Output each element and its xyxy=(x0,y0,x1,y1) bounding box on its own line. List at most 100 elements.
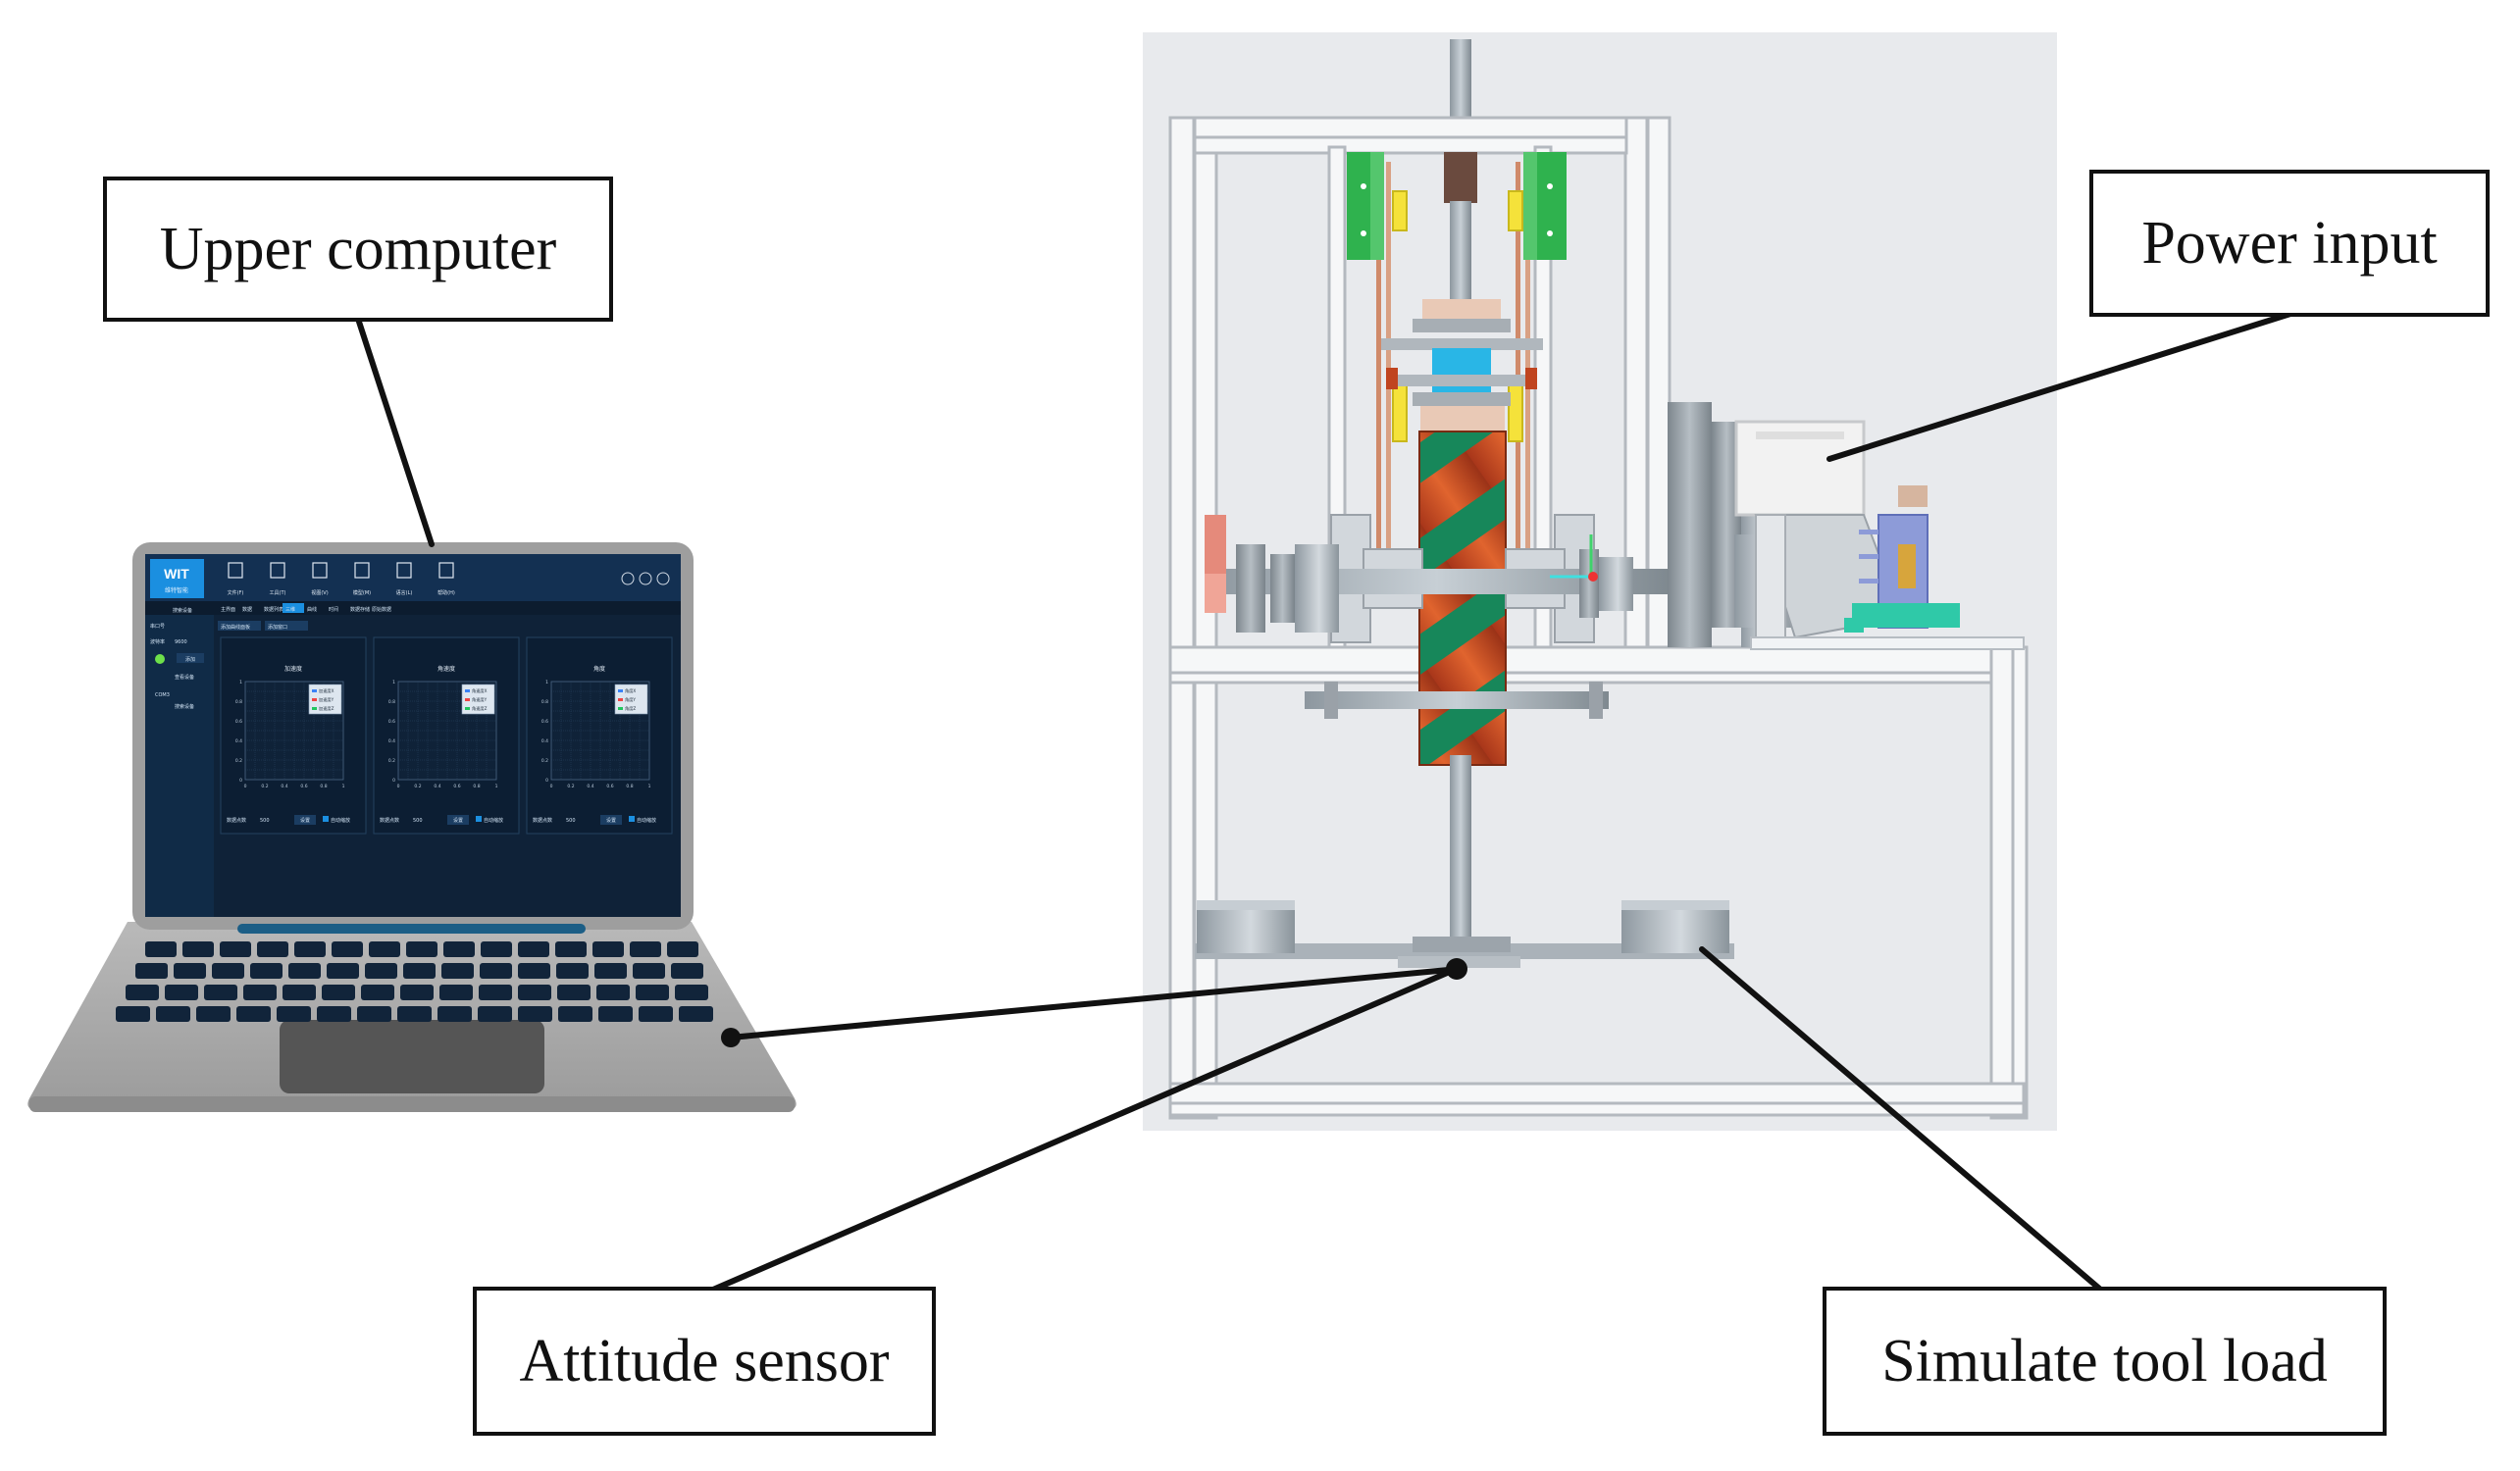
keyboard-key xyxy=(135,963,168,979)
keyboard-key xyxy=(288,963,321,979)
x-tick-label: 0.8 xyxy=(473,784,480,789)
label-attitude-sensor-text: Attitude sensor xyxy=(519,1327,890,1395)
laptop-connection-point xyxy=(721,1028,741,1047)
y-tick-label: 0.2 xyxy=(541,758,548,764)
legend-entry: 角速度X xyxy=(472,687,488,694)
legend-entry: 加速度X xyxy=(319,687,334,694)
y-tick-label: 0.4 xyxy=(541,738,548,744)
keyboard-key xyxy=(236,1006,271,1022)
keyboard-key xyxy=(212,963,244,979)
keyboard-key xyxy=(636,985,669,1000)
keyboard-key xyxy=(555,941,587,957)
keyboard-key xyxy=(479,985,512,1000)
keyboard-key xyxy=(671,963,703,979)
footer-label: 数据点数 xyxy=(533,817,552,824)
legend-swatch xyxy=(312,707,317,710)
status-dot xyxy=(155,654,165,664)
keyboard-key xyxy=(283,985,316,1000)
software-logo: WIT xyxy=(164,566,189,582)
toolbar-icon[interactable] xyxy=(312,562,328,579)
footer-label: 数据点数 xyxy=(227,817,246,824)
keyboard-key xyxy=(439,985,473,1000)
legend-swatch xyxy=(618,689,623,692)
legend-swatch xyxy=(312,698,317,701)
footer-label: 数据点数 xyxy=(380,817,399,824)
keyboard-key xyxy=(481,941,512,957)
add-button[interactable] xyxy=(177,653,204,663)
sidebar-port-value: COM3 xyxy=(155,692,170,698)
sensor-point xyxy=(1446,958,1467,980)
keyboard-key xyxy=(243,985,277,1000)
auto-scale-checkbox[interactable] xyxy=(629,816,635,822)
window-controls xyxy=(621,572,670,585)
keyboard-key xyxy=(174,963,206,979)
legend-swatch xyxy=(618,707,623,710)
left-gear-assembly xyxy=(1205,515,1339,633)
keyboard-key xyxy=(327,963,359,979)
x-tick-label: 0 xyxy=(550,784,553,789)
keyboard-key xyxy=(357,1006,391,1022)
keyboard-key xyxy=(518,941,549,957)
keyboard-key xyxy=(196,1006,231,1022)
legend-entry: 角度X xyxy=(625,687,636,694)
x-tick-label: 0.6 xyxy=(300,784,307,789)
set-button[interactable] xyxy=(447,815,469,825)
toolbar-icon[interactable] xyxy=(228,562,243,579)
keyboard-key xyxy=(480,963,512,979)
active-tab-highlight xyxy=(283,603,304,613)
toolbar-item-label: 文件(F) xyxy=(228,589,244,596)
sidebar-device-settings: 查看设备 xyxy=(175,674,194,681)
right-frame-extension xyxy=(1750,636,2025,650)
toolbar-icon[interactable] xyxy=(270,562,285,579)
tab-6: 数据存储 xyxy=(350,606,370,613)
toolbar-icon[interactable] xyxy=(438,562,454,579)
y-tick-label: 0.8 xyxy=(235,699,242,705)
lower-cross-rod xyxy=(1305,691,1609,709)
toolbar-item-label: 工具(T) xyxy=(270,590,286,596)
y-tick-label: 0.4 xyxy=(235,738,242,744)
keyboard-key xyxy=(204,985,237,1000)
keyboard-key xyxy=(400,985,434,1000)
auto-scale-checkbox[interactable] xyxy=(323,816,329,822)
toolbar-icon[interactable] xyxy=(396,562,412,579)
legend-entry: 加速度Y xyxy=(319,696,334,703)
software-logo-sub: 维特智能 xyxy=(165,586,188,594)
keyboard-key xyxy=(220,941,251,957)
keyboard-key xyxy=(557,985,591,1000)
keyboard-key xyxy=(277,1006,311,1022)
x-tick-label: 0.8 xyxy=(626,784,633,789)
y-tick-label: 1 xyxy=(545,680,548,685)
toolbar-icon[interactable] xyxy=(354,562,370,579)
subtab-button[interactable] xyxy=(218,621,261,631)
x-tick-label: 1 xyxy=(495,784,498,789)
toolbar-item-label: 语言(L) xyxy=(396,589,413,596)
subtab-button[interactable] xyxy=(265,621,308,631)
keyboard-key xyxy=(639,1006,673,1022)
keyboard-key xyxy=(478,1006,512,1022)
keyboard-key xyxy=(126,985,159,1000)
set-button[interactable] xyxy=(294,815,316,825)
chart-panel-title: 角度 xyxy=(593,665,605,673)
sidebar-baud-value: 9600 xyxy=(175,639,187,645)
y-tick-label: 0 xyxy=(545,778,548,784)
keyboard-key xyxy=(518,985,551,1000)
legend-swatch xyxy=(465,707,470,710)
keyboard-key xyxy=(556,963,589,979)
set-button[interactable] xyxy=(600,815,622,825)
y-tick-label: 0.6 xyxy=(235,719,242,725)
auto-scale-checkbox[interactable] xyxy=(476,816,482,822)
add-button-label: 添加 xyxy=(185,656,195,663)
keyboard-key xyxy=(332,941,363,957)
keyboard-key xyxy=(675,985,708,1000)
subtab-0: 添加曲线面板 xyxy=(221,624,250,631)
guide-rods xyxy=(1376,162,1530,554)
keyboard-key xyxy=(156,1006,190,1022)
y-tick-label: 0.2 xyxy=(235,758,242,764)
keyboard-key xyxy=(361,985,394,1000)
y-tick-label: 1 xyxy=(392,680,395,685)
legend-entry: 角速度Y xyxy=(472,696,488,703)
legend-entry: 加速度Z xyxy=(319,705,334,712)
x-tick-label: 1 xyxy=(648,784,651,789)
chart-panel-title: 加速度 xyxy=(284,665,302,673)
x-tick-label: 0 xyxy=(397,784,400,789)
